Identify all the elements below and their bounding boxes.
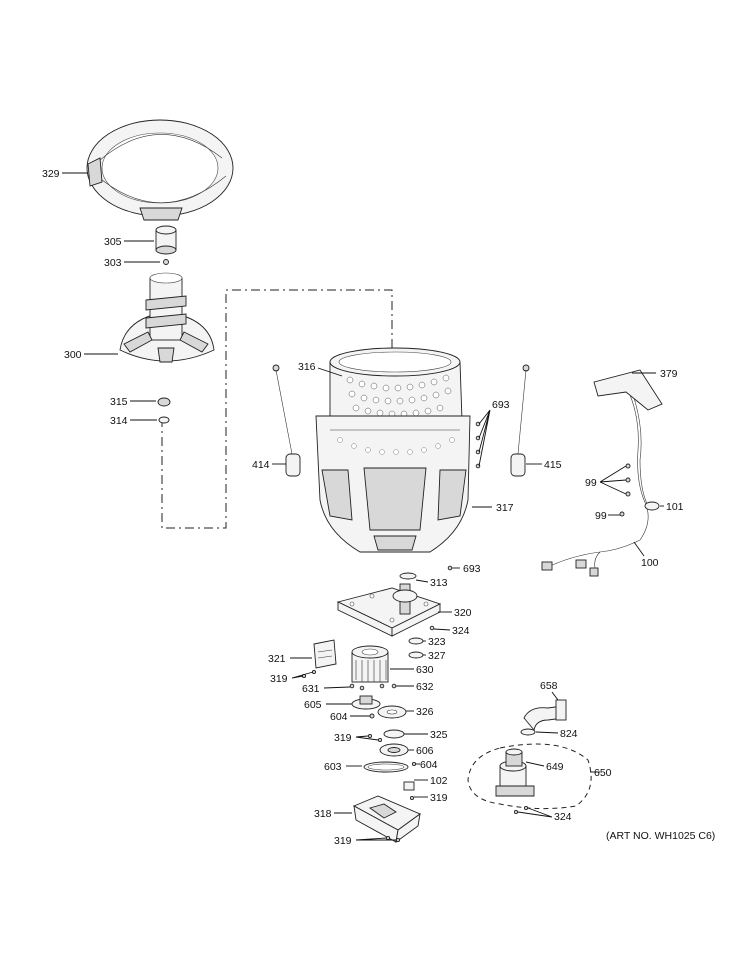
stator-hardware xyxy=(349,683,397,691)
callout-320: 320 xyxy=(454,607,472,619)
wiring-harness xyxy=(541,369,663,577)
suspension-rod-left xyxy=(272,364,301,477)
callout-630: 630 xyxy=(416,664,434,676)
agitator-bearing xyxy=(155,225,177,255)
callout-329: 329 xyxy=(42,168,60,180)
pulley-325 xyxy=(383,729,405,739)
callout-325: 325 xyxy=(430,729,448,741)
callout-632: 632 xyxy=(416,681,434,693)
callout-303: 303 xyxy=(104,257,122,269)
callout-319-a: 319 xyxy=(270,673,288,685)
o-ring-323 xyxy=(408,637,424,645)
mounting-plate xyxy=(336,583,442,637)
callout-606: 606 xyxy=(416,745,434,757)
callout-649: 649 xyxy=(546,761,564,773)
callout-693-upper: 693 xyxy=(492,399,510,411)
callout-693-lower: 693 xyxy=(463,563,481,575)
hub-washer xyxy=(158,416,170,424)
group-dash-line xyxy=(161,289,393,529)
hub-screw xyxy=(369,713,375,719)
callout-316: 316 xyxy=(298,361,316,373)
callout-300: 300 xyxy=(64,349,82,361)
drive-pulley xyxy=(379,743,409,757)
clip-102 xyxy=(403,781,415,791)
callout-415: 415 xyxy=(544,459,562,471)
motor-stator xyxy=(351,645,389,683)
tub-screw-lower xyxy=(447,565,453,571)
callout-631: 631 xyxy=(302,683,320,695)
hose-clamp xyxy=(520,728,536,736)
callout-414: 414 xyxy=(252,459,270,471)
pulley-screws xyxy=(367,733,383,743)
callout-313: 313 xyxy=(430,577,448,589)
callout-318: 318 xyxy=(314,808,332,820)
balance-ring xyxy=(86,119,234,221)
callout-604-a: 604 xyxy=(330,711,348,723)
rotor-326 xyxy=(377,705,407,719)
tub-screws xyxy=(475,421,481,469)
callout-321: 321 xyxy=(268,653,286,665)
callout-658: 658 xyxy=(540,680,558,692)
pump-group-outline xyxy=(467,743,592,810)
callout-327: 327 xyxy=(428,650,446,662)
callout-305: 305 xyxy=(104,236,122,248)
callout-650: 650 xyxy=(594,767,612,779)
agitator xyxy=(119,272,215,363)
callout-317: 317 xyxy=(496,502,514,514)
callout-319-b: 319 xyxy=(334,732,352,744)
drive-belt xyxy=(363,761,409,773)
callout-314: 314 xyxy=(110,415,128,427)
suspension-rod-right xyxy=(510,364,530,477)
shaft-seal xyxy=(399,572,417,580)
callout-605: 605 xyxy=(304,699,322,711)
motor-bracket xyxy=(313,639,337,669)
callout-100: 100 xyxy=(641,557,659,569)
callout-102: 102 xyxy=(430,775,448,787)
callout-324-upper: 324 xyxy=(452,625,470,637)
art-number: (ART NO. WH1025 C6) xyxy=(606,830,716,842)
drain-hose xyxy=(523,699,567,732)
callout-324-lower: 324 xyxy=(554,811,572,823)
belt-screw xyxy=(411,761,417,767)
callout-824: 824 xyxy=(560,728,578,740)
pump-screws xyxy=(513,805,529,815)
o-ring-327 xyxy=(408,651,424,659)
callout-319-c: 319 xyxy=(430,792,448,804)
plate-screw xyxy=(429,625,435,631)
callout-99-upper: 99 xyxy=(585,477,597,489)
callout-315: 315 xyxy=(110,396,128,408)
bracket-screws xyxy=(301,669,317,679)
callout-379: 379 xyxy=(660,368,678,380)
hub-nut xyxy=(157,397,171,407)
outer-tub xyxy=(315,415,471,553)
callout-101: 101 xyxy=(666,501,684,513)
callout-323: 323 xyxy=(428,636,446,648)
callout-604-b: 604 xyxy=(420,759,438,771)
drive-base xyxy=(352,795,421,844)
callout-319-d: 319 xyxy=(334,835,352,847)
callout-99-lower: 99 xyxy=(595,510,607,522)
motor-hub xyxy=(351,695,381,710)
wash-basket xyxy=(329,347,463,421)
callout-603: 603 xyxy=(324,761,342,773)
agitator-screw xyxy=(163,259,169,265)
drain-pump xyxy=(495,748,535,797)
base-screw xyxy=(409,795,415,801)
callout-326: 326 xyxy=(416,706,434,718)
